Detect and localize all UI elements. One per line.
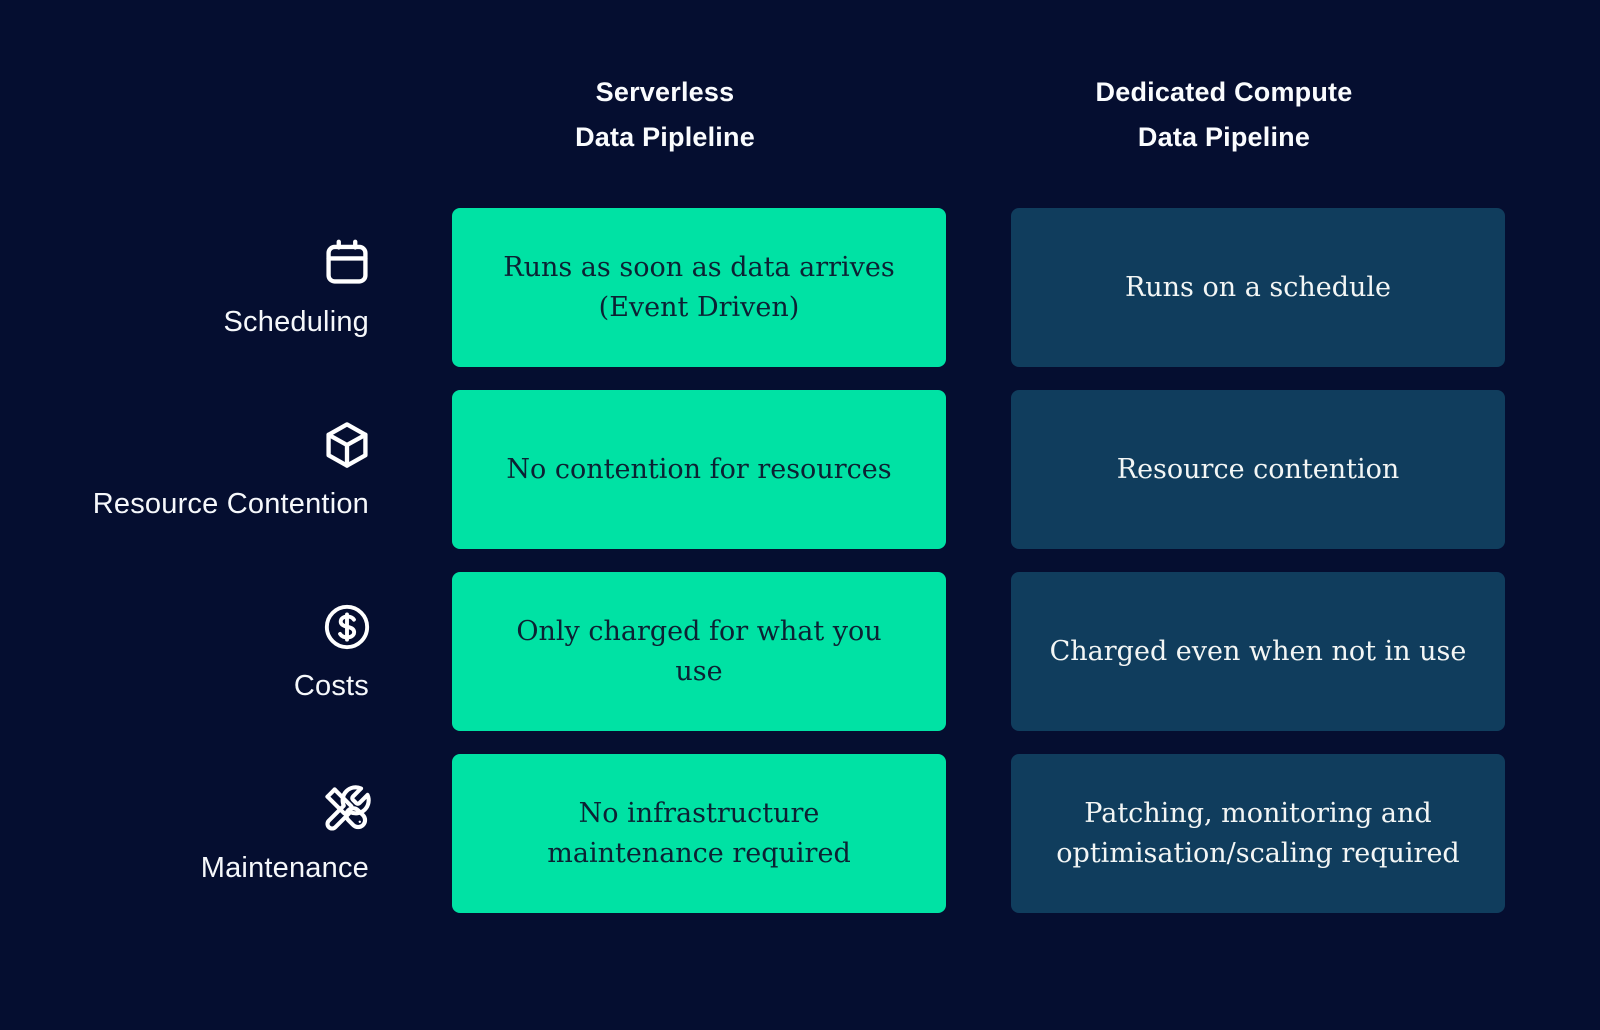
row-header-scheduling: Scheduling bbox=[0, 208, 387, 367]
cell-dedicated-scheduling: Runs on a schedule bbox=[1011, 208, 1505, 367]
cell-serverless-scheduling: Runs as soon as data arrives (Event Driv… bbox=[452, 208, 946, 367]
cell-serverless-costs: Only charged for what you use bbox=[452, 572, 946, 731]
column-title-line1: Dedicated Compute bbox=[1095, 77, 1353, 107]
row-header-resource-contention: Resource Contention bbox=[0, 390, 387, 549]
dollar-circle-icon bbox=[321, 601, 373, 653]
row-label-text: Resource Contention bbox=[92, 488, 369, 520]
column-header-dedicated: Dedicated Compute Data Pipeline bbox=[1011, 0, 1505, 185]
cell-dedicated-costs: Charged even when not in use bbox=[1011, 572, 1505, 731]
cell-serverless-resource-contention: No contention for resources bbox=[452, 390, 946, 549]
column-title-line1: Serverless bbox=[595, 77, 735, 107]
calendar-icon bbox=[321, 237, 373, 289]
row-label-text: Costs bbox=[293, 670, 369, 702]
column-title-line2: Data Pipeline bbox=[1137, 122, 1311, 152]
column-title-line2: Data Pipleline bbox=[575, 122, 755, 152]
cell-dedicated-maintenance: Patching, monitoring and optimisation/sc… bbox=[1011, 754, 1505, 913]
column-header-serverless: Serverless Data Pipleline bbox=[452, 0, 946, 185]
row-label-text: Maintenance bbox=[200, 852, 369, 884]
cell-dedicated-resource-contention: Resource contention bbox=[1011, 390, 1505, 549]
cell-serverless-maintenance: No infrastructure maintenance required bbox=[452, 754, 946, 913]
row-label-text: Scheduling bbox=[223, 306, 369, 338]
row-header-costs: Costs bbox=[0, 572, 387, 731]
header-spacer bbox=[0, 0, 387, 185]
column-title: Dedicated Compute Data Pipeline bbox=[1096, 70, 1353, 160]
tools-icon bbox=[321, 783, 373, 835]
row-header-maintenance: Maintenance bbox=[0, 754, 387, 913]
cube-icon bbox=[321, 419, 373, 471]
column-title: Serverless Data Pipleline bbox=[575, 70, 755, 160]
comparison-grid: Serverless Data Pipleline Dedicated Comp… bbox=[0, 0, 1505, 913]
